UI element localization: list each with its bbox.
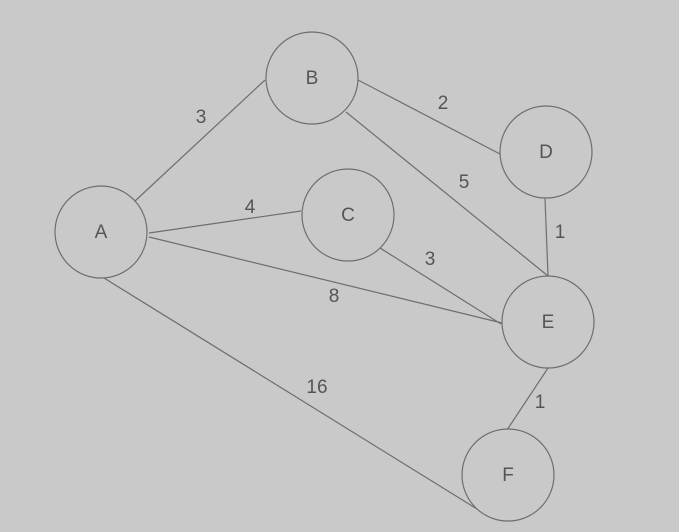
edge-b-e — [345, 111, 549, 277]
nodes-layer: A B C D E F — [54, 31, 595, 522]
node-circle-a — [54, 185, 148, 279]
edge-weight-a-e: 8 — [329, 286, 340, 307]
edge-weight-b-d: 2 — [438, 93, 449, 114]
edge-a-b — [134, 79, 266, 202]
node-a: A — [54, 185, 148, 279]
node-label-a: A — [95, 222, 108, 243]
node-circle-f — [461, 428, 555, 522]
node-label-b: B — [306, 68, 319, 89]
node-d: D — [499, 105, 593, 199]
edge-weight-a-f: 16 — [306, 377, 327, 398]
edge-a-f — [103, 277, 478, 510]
edge-weight-a-c: 4 — [245, 197, 256, 218]
node-label-c: C — [341, 205, 355, 226]
node-c: C — [301, 168, 395, 262]
edge-labels-layer: 3 4 8 16 2 5 3 1 1 — [196, 93, 566, 413]
edge-b-d — [357, 79, 501, 155]
node-e: E — [501, 275, 595, 369]
node-b: B — [265, 31, 359, 125]
edge-weight-b-e: 5 — [459, 172, 470, 193]
edge-weight-c-e: 3 — [425, 249, 436, 270]
node-label-f: F — [502, 465, 514, 486]
node-circle-c — [301, 168, 395, 262]
edge-c-e — [379, 247, 502, 325]
node-f: F — [461, 428, 555, 522]
edge-e-f — [506, 367, 549, 431]
edge-weight-e-f: 1 — [535, 392, 546, 413]
node-circle-e — [501, 275, 595, 369]
node-label-d: D — [539, 142, 553, 163]
node-circle-d — [499, 105, 593, 199]
node-label-e: E — [542, 312, 555, 333]
edge-d-e — [544, 197, 549, 277]
node-circle-b — [265, 31, 359, 125]
edge-a-c — [148, 210, 302, 234]
edge-weight-d-e: 1 — [555, 222, 566, 243]
edge-a-e — [148, 236, 503, 324]
edge-weight-a-b: 3 — [196, 107, 207, 128]
edges-layer — [103, 79, 549, 510]
